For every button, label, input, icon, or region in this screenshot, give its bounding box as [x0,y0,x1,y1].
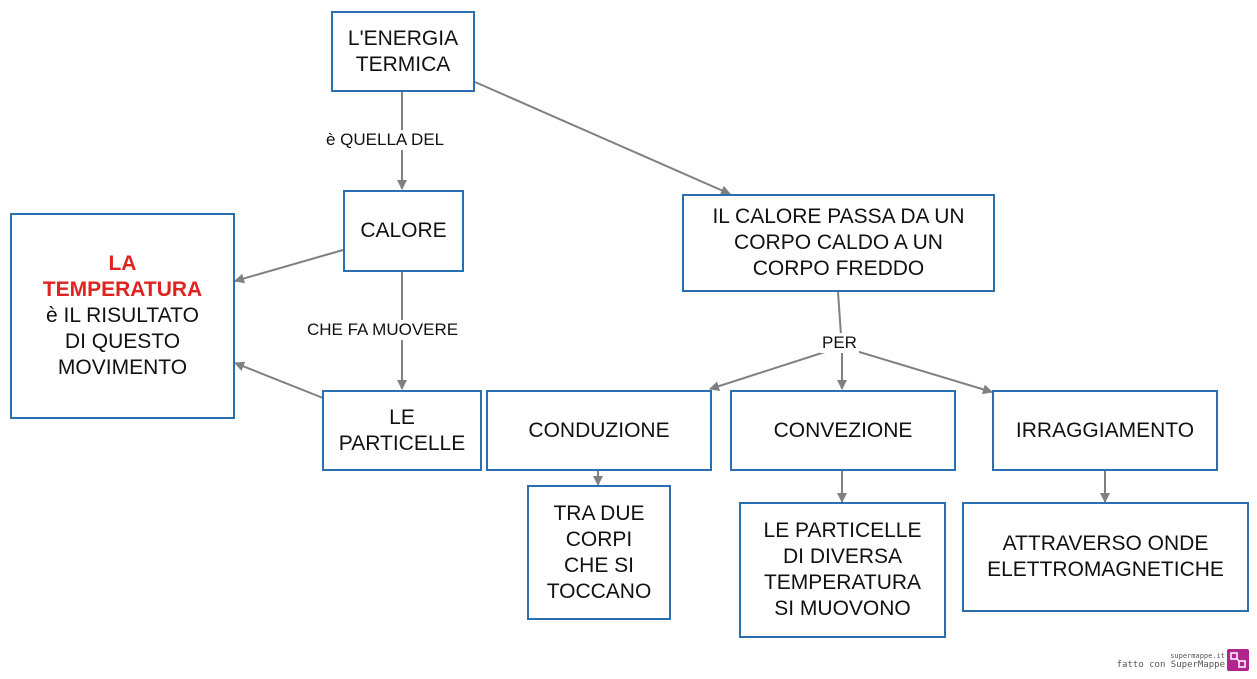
edge-calore-temperatura [234,249,344,284]
node-onde: ATTRAVERSO ONDE ELETTROMAGNETICHE [962,502,1249,612]
node-energia-termica: L'ENERGIA TERMICA [331,11,475,92]
label-per: PER [820,333,859,353]
temperatura-title: LA TEMPERATURA [42,252,203,301]
edge-per-conduzione [709,350,829,392]
edge-per-irraggiamento [855,350,993,395]
edge-passa-per [837,291,842,336]
node-calore-passa: IL CALORE PASSA DA UN CORPO CALDO A UN C… [682,194,995,292]
temperatura-text: è IL RISULTATO DI QUESTO MOVIMENTO [46,304,199,379]
label-quella-del: è QUELLA DEL [324,130,447,150]
node-convezione: CONVEZIONE [730,390,956,471]
node-particelle: LE PARTICELLE [322,390,482,471]
footer-made-with: fatto con SuperMappe [1116,660,1225,670]
footer-credit: supermappe.it fatto con SuperMappe [1117,652,1225,671]
node-calore: CALORE [343,190,464,272]
supermappe-logo-icon [1227,649,1249,671]
node-conduzione: CONDUZIONE [486,390,712,471]
logo-mark-icon [1230,652,1246,668]
node-irraggiamento: IRRAGGIAMENTO [992,390,1218,471]
node-tra-due-corpi: TRA DUE CORPI CHE SI TOCCANO [527,485,671,620]
edge-particelle-temperatura [234,361,324,399]
node-particelle-diverse: LE PARTICELLE DI DIVERSA TEMPERATURA SI … [739,502,946,638]
footer-site: supermappe.it [1170,652,1225,660]
edge-energia-passa [474,81,731,195]
node-temperatura: LA TEMPERATURA è IL RISULTATO DI QUESTO … [10,213,235,419]
label-fa-muovere: CHE FA MUOVERE [305,320,461,340]
